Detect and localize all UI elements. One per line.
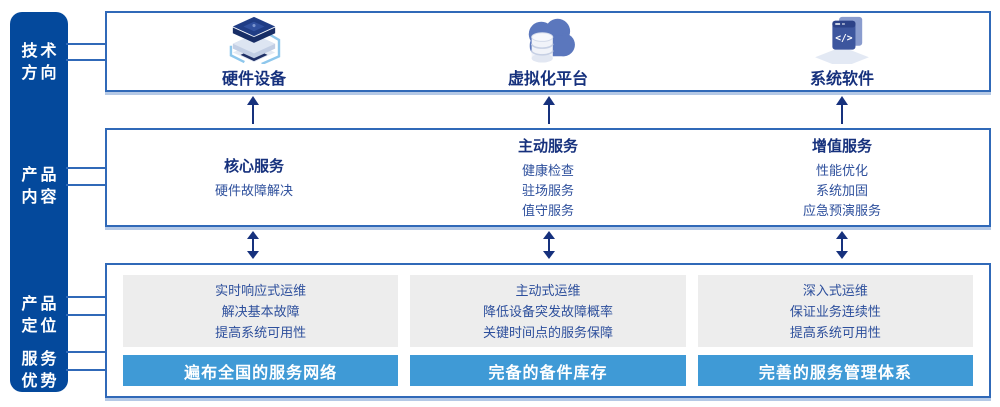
content-group-proactive: 主动服务 健康检查 驻场服务 值守服务 <box>401 130 695 225</box>
product-content-box: 核心服务 硬件故障解决 主动服务 健康检查 驻场服务 值守服务 增值服务 性能优… <box>105 128 991 227</box>
sidebar-label-line: 内容 <box>21 189 60 206</box>
arrow-up-down-icon <box>836 231 848 259</box>
connector-line <box>66 43 107 45</box>
arrow-up-down-icon <box>543 231 555 259</box>
sidebar-label-product-positioning: 产品 定位 <box>10 294 68 338</box>
content-item: 值守服务 <box>521 202 574 218</box>
sidebar-label-service-advantage: 服务 优势 <box>10 349 68 393</box>
arrow-up-icon <box>836 96 848 124</box>
positioning-column-proactive: 主动式运维 降低设备突发故障概率 关键时间点的服务保障 完备的备件库存 <box>410 275 686 386</box>
content-item: 驻场服务 <box>521 182 574 198</box>
tech-column-software: </> 系统软件 <box>695 13 989 90</box>
content-item: 系统加固 <box>815 182 868 198</box>
content-group-title: 增值服务 <box>811 137 872 155</box>
positioning-column-realtime: 实时响应式运维 解决基本故障 提高系统可用性 遍布全国的服务网络 <box>123 275 399 386</box>
sidebar-label-line: 方向 <box>21 65 60 82</box>
positioning-line: 提高系统可用性 <box>215 324 307 340</box>
sidebar-label-line: 优势 <box>21 373 60 390</box>
positioning-line: 解决基本故障 <box>221 303 300 319</box>
positioning-panel: 主动式运维 降低设备突发故障概率 关键时间点的服务保障 <box>410 275 686 347</box>
connector-line <box>66 296 107 298</box>
arrow-up-down-icon <box>247 231 259 259</box>
content-group-value-added: 增值服务 性能优化 系统加固 应急预演服务 <box>695 130 989 225</box>
content-group-title: 核心服务 <box>223 157 284 175</box>
server-stack-icon <box>229 16 281 64</box>
connector-line <box>66 351 107 353</box>
tech-label-virtualization: 虚拟化平台 <box>507 71 588 88</box>
tech-label-hardware: 硬件设备 <box>221 71 286 88</box>
positioning-line: 保证业务连续性 <box>789 303 881 319</box>
sidebar-label-tech-direction: 技术 方向 <box>10 41 68 85</box>
arrow-up-icon <box>247 96 259 124</box>
positioning-line: 实时响应式运维 <box>215 282 307 298</box>
product-positioning-box: 实时响应式运维 解决基本故障 提高系统可用性 遍布全国的服务网络 主动式运维 降… <box>105 263 991 398</box>
positioning-panel: 实时响应式运维 解决基本故障 提高系统可用性 <box>123 275 399 347</box>
tech-column-hardware: 硬件设备 <box>107 13 401 90</box>
connector-line <box>66 369 107 371</box>
connector-line <box>66 167 107 169</box>
positioning-line: 关键时间点的服务保障 <box>482 324 613 340</box>
sidebar-label-line: 定位 <box>21 318 60 335</box>
advantage-bar: 完备的备件库存 <box>410 355 686 386</box>
cloud-database-icon <box>528 18 575 63</box>
svg-text:</>: </> <box>835 33 853 44</box>
content-group-core: 核心服务 硬件故障解决 <box>107 130 401 225</box>
positioning-column-deep: 深入式运维 保证业务连续性 提高系统可用性 完善的服务管理体系 <box>697 275 973 386</box>
connector-line <box>66 314 107 316</box>
connector-line <box>66 59 107 61</box>
content-item: 健康检查 <box>521 162 574 178</box>
sidebar-label-line: 技术 <box>21 43 60 60</box>
sidebar-label-product-content: 产品 内容 <box>10 165 68 209</box>
content-item: 应急预演服务 <box>802 202 881 218</box>
advantage-bar: 遍布全国的服务网络 <box>123 355 399 386</box>
arrow-up-icon <box>543 96 555 124</box>
content-item: 性能优化 <box>815 162 868 178</box>
tech-direction-box: 硬件设备 虚拟化平台 <box>105 11 991 92</box>
sidebar-label-line: 产品 <box>21 296 60 313</box>
content-item: 硬件故障解决 <box>214 182 293 198</box>
code-window-icon: </> <box>815 16 869 64</box>
positioning-panel: 深入式运维 保证业务连续性 提高系统可用性 <box>697 275 973 347</box>
advantage-bar: 完善的服务管理体系 <box>697 355 973 386</box>
positioning-line: 主动式运维 <box>515 282 581 298</box>
connector-line <box>66 184 107 186</box>
tech-column-virtualization: 虚拟化平台 <box>401 13 695 90</box>
sidebar-label-line: 服务 <box>21 351 60 368</box>
positioning-line: 降低设备突发故障概率 <box>482 303 613 319</box>
content-group-title: 主动服务 <box>517 137 578 155</box>
positioning-line: 深入式运维 <box>802 282 868 298</box>
positioning-line: 提高系统可用性 <box>789 324 881 340</box>
category-sidebar: 技术 方向 产品 内容 产品 定位 服务 优势 <box>10 12 68 392</box>
tech-label-software: 系统软件 <box>809 71 874 88</box>
sidebar-label-line: 产品 <box>21 167 60 184</box>
